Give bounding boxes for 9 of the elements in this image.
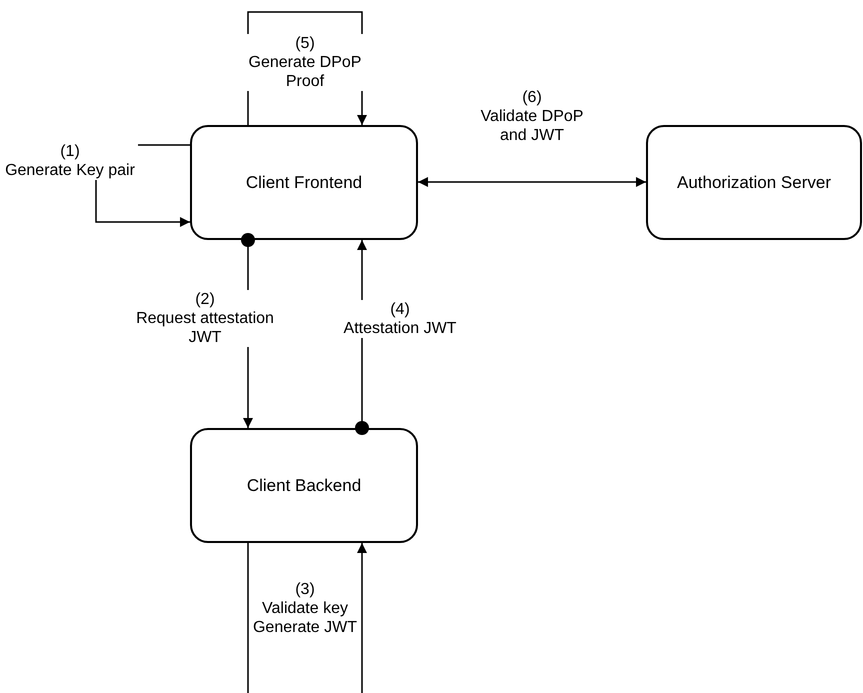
arrow bbox=[247, 543, 367, 693]
box-label: Client Backend bbox=[246, 474, 362, 497]
box-label: Authorization Server bbox=[676, 172, 832, 194]
process-box bbox=[646, 125, 862, 240]
process-box bbox=[190, 428, 418, 543]
arrow bbox=[418, 177, 646, 187]
box-label: Client Frontend bbox=[246, 172, 362, 194]
process-box bbox=[190, 125, 418, 240]
edge-label: (5) Generate DPoP Proof bbox=[244, 34, 366, 91]
